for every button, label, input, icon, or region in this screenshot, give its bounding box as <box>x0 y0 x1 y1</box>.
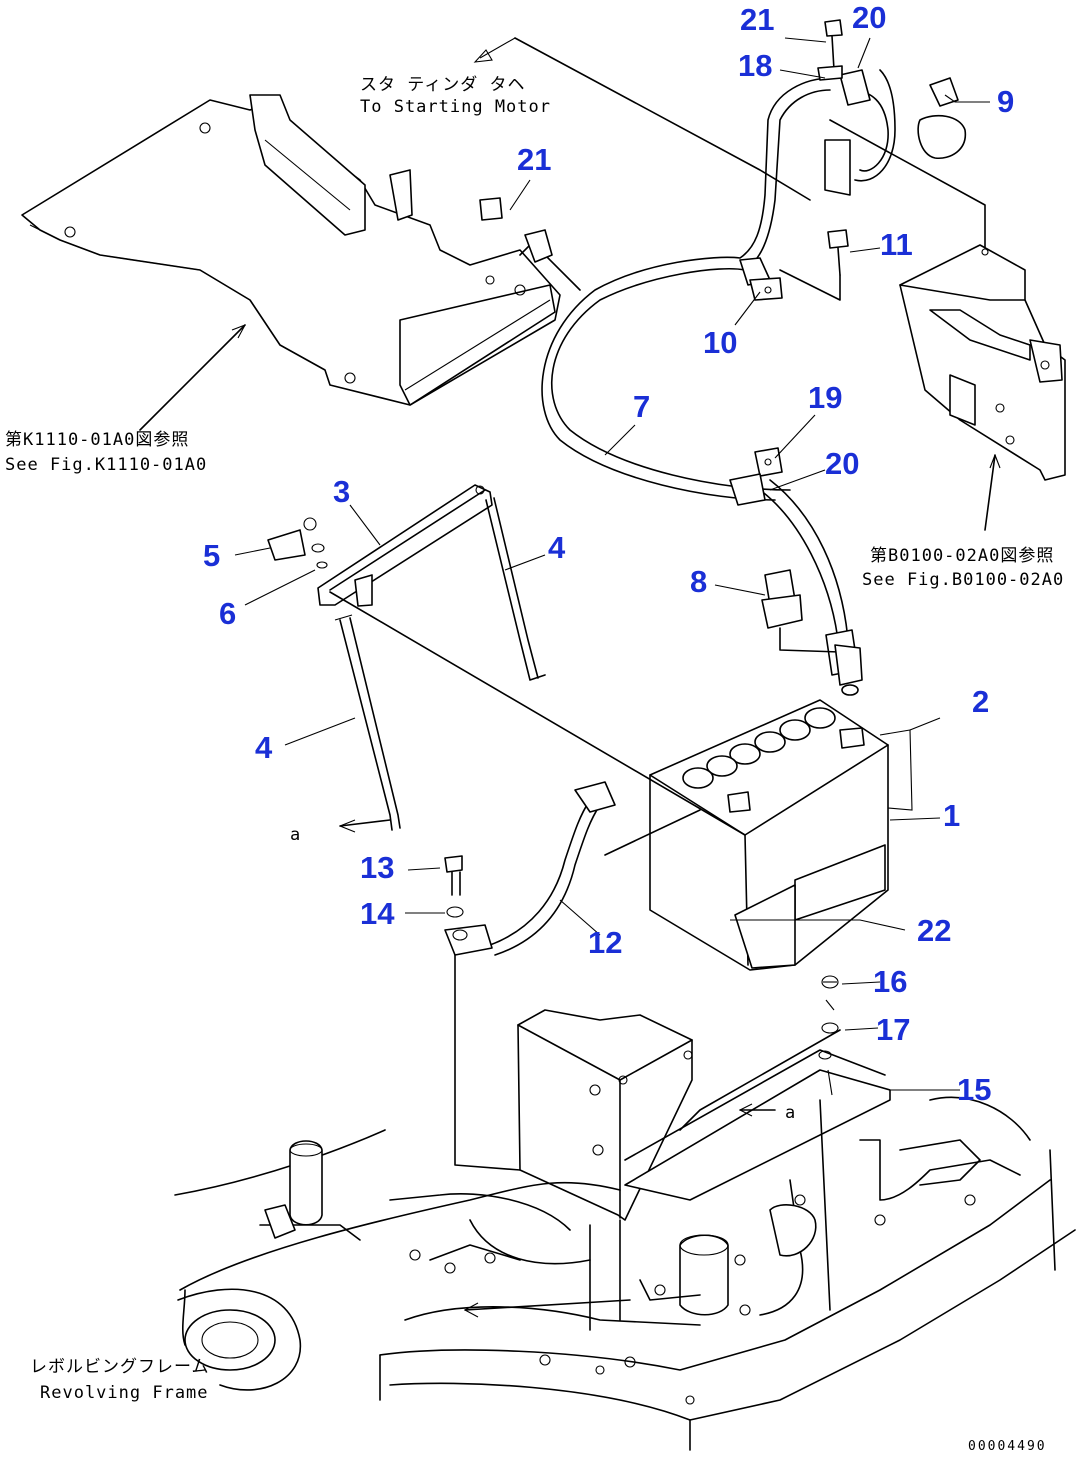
callout-18: 18 <box>738 48 772 83</box>
starting-motor-note-jp: スタ ティンダ タヘ <box>360 75 525 95</box>
reference-notes: スタ ティンダ タヘ To Starting Motor 第K1110-01A0… <box>5 75 1064 1403</box>
clamp-19 <box>729 447 783 506</box>
bolt-21-floor <box>479 197 503 221</box>
callout-11: 11 <box>880 227 913 262</box>
floor-plate <box>21 94 561 431</box>
callout-14: 14 <box>360 896 395 931</box>
callout-13: 13 <box>360 850 394 885</box>
callout-19: 19 <box>808 380 842 415</box>
washer-14 <box>446 906 464 918</box>
clamp-10 <box>739 257 783 301</box>
bolt-13 <box>444 855 463 896</box>
terminal-clamp-8 <box>761 569 841 653</box>
hold-down-bracket-3 <box>317 484 493 607</box>
leader-lines <box>234 37 990 1091</box>
callout-9: 9 <box>997 84 1014 119</box>
bolt-11 <box>779 229 849 301</box>
callout-17: 17 <box>876 1012 910 1047</box>
battery-1 <box>329 591 889 971</box>
floor-ref-note-en: See Fig.K1110-01A0 <box>5 455 207 475</box>
callout-15: 15 <box>957 1072 991 1107</box>
callout-20-top: 20 <box>852 0 886 35</box>
revolving-frame-note-en: Revolving Frame <box>40 1383 209 1403</box>
ground-leader <box>454 954 521 1171</box>
callout-21-top: 21 <box>740 2 774 37</box>
floor-ref-note-jp: 第K1110-01A0図参照 <box>5 430 189 450</box>
wing-nut-5 <box>267 517 317 561</box>
callout-16: 16 <box>873 964 907 999</box>
callout-12: 12 <box>588 925 622 960</box>
arrow-label-a-tray: a <box>785 1103 796 1123</box>
battery-cells <box>682 707 836 789</box>
callout-5: 5 <box>203 538 220 573</box>
callout-21-floor: 21 <box>517 142 551 177</box>
cable-end-terminal <box>834 644 863 696</box>
callout-3: 3 <box>333 474 350 509</box>
starting-motor-note-en: To Starting Motor <box>360 97 551 117</box>
battery-cable-7 <box>519 69 896 676</box>
callout-8: 8 <box>690 564 707 599</box>
callout-1: 1 <box>943 798 960 833</box>
cover-ref-note-en: See Fig.B0100-02A0 <box>862 570 1064 590</box>
cover-ref-note-jp: 第B0100-02A0図参照 <box>870 546 1054 566</box>
callout-10: 10 <box>703 325 737 360</box>
document-id: 00004490 <box>968 1439 1047 1454</box>
callout-numbers: 21 20 18 9 21 11 10 7 19 20 3 4 5 6 8 2 … <box>203 0 1014 1107</box>
battery-cover <box>899 244 1066 531</box>
nut-16 <box>821 975 839 989</box>
terminal-cap-9 <box>917 77 966 159</box>
callout-7: 7 <box>633 389 650 424</box>
callout-4-right: 4 <box>548 530 566 565</box>
washer-6 <box>311 543 328 569</box>
callout-22: 22 <box>917 913 951 948</box>
battery-tray-15 <box>517 1009 891 1221</box>
callout-6: 6 <box>219 596 236 631</box>
callout-20-clamp: 20 <box>825 446 859 481</box>
starting-motor-leader <box>473 37 986 266</box>
callout-2: 2 <box>972 684 989 719</box>
rod-4-right <box>485 497 546 681</box>
revolving-frame-note-jp: レボルビングフレーム <box>30 1357 210 1377</box>
bolt-21-top <box>817 19 843 81</box>
revolving-frame <box>174 1096 1076 1451</box>
leaders-right <box>730 717 941 931</box>
washer-17 <box>821 999 839 1034</box>
callout-4-left: 4 <box>255 730 273 765</box>
arrow-label-a-left: a <box>290 825 301 845</box>
ground-cable-12 <box>444 781 616 956</box>
rod-4-left <box>334 614 401 833</box>
